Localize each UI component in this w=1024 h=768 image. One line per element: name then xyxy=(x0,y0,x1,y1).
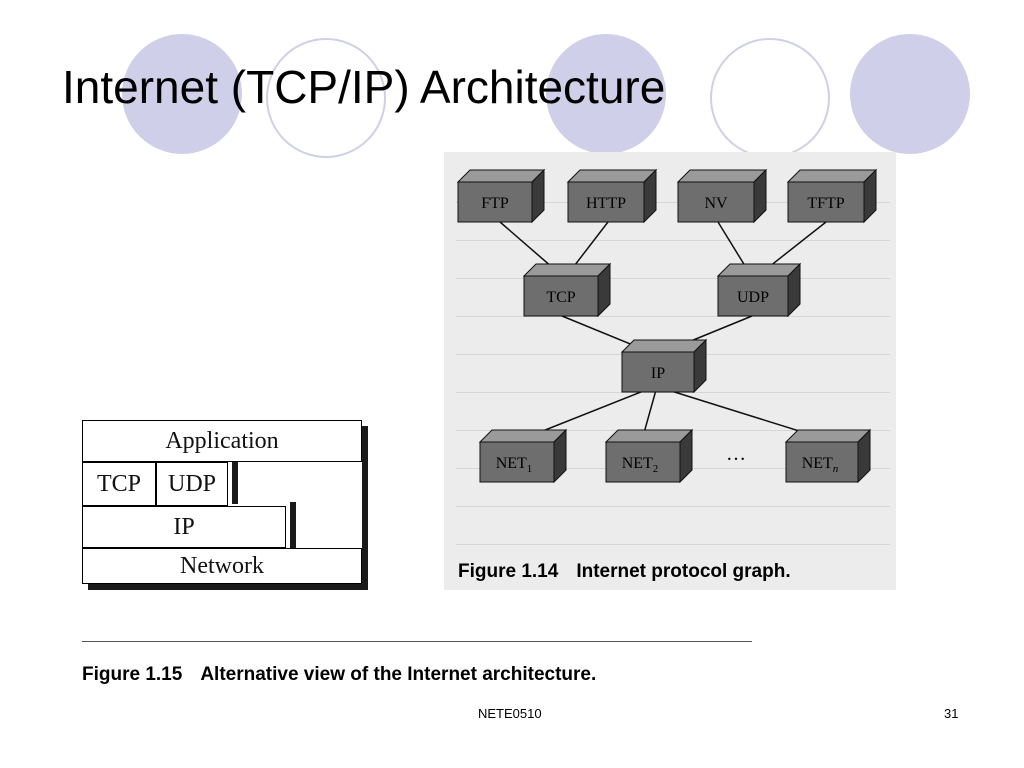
node-net-n-label: NET xyxy=(802,455,833,472)
decorative-circle xyxy=(266,38,386,158)
slide-title: Internet (TCP/IP) Architecture xyxy=(62,61,666,113)
figure-1-15-caption: Figure 1.15 Alternative view of the Inter… xyxy=(82,664,596,686)
layer-tcp: TCP xyxy=(82,462,156,506)
svg-text:NET1: NET1 xyxy=(496,455,533,475)
figure-1-14-text: Internet protocol graph. xyxy=(576,561,791,582)
layer-ip-label: IP xyxy=(173,513,195,540)
figure-1-15-text: Alternative view of the Internet archite… xyxy=(200,664,597,685)
svg-text:NET2: NET2 xyxy=(622,455,659,475)
footer-course-code: NETE0510 xyxy=(478,706,542,721)
node-udp-label: UDP xyxy=(737,289,769,306)
decorative-circle xyxy=(850,34,970,154)
node-tftp-label: TFTP xyxy=(807,195,844,212)
figure-1-14-caption: Figure 1.14 Internet protocol graph. xyxy=(458,561,791,583)
layer-network: Network xyxy=(82,548,362,584)
node-udp: UDP xyxy=(716,262,802,318)
layer-udp-label: UDP xyxy=(167,470,216,497)
node-tcp: TCP xyxy=(522,262,612,318)
layer-udp: UDP xyxy=(156,462,228,506)
figure-1-15-number: Figure 1.15 xyxy=(82,664,183,685)
layer-application: Application xyxy=(82,420,362,462)
node-tcp-label: TCP xyxy=(546,289,575,306)
node-net-2-subscript: 2 xyxy=(653,463,659,475)
node-net-n: NETn xyxy=(784,428,872,484)
node-ftp-label: FTP xyxy=(481,195,509,212)
layer-network-label: Network xyxy=(180,552,264,579)
decorative-circle xyxy=(122,34,242,154)
node-net-2-label: NET xyxy=(622,455,653,472)
layer-application-label: Application xyxy=(165,427,279,454)
figure-rule xyxy=(82,641,752,642)
layer-stack-figure: Application TCP UDP IP Network xyxy=(82,420,368,590)
node-http: HTTP xyxy=(566,168,658,224)
footer-page-number: 31 xyxy=(944,706,959,721)
node-ip: IP xyxy=(620,338,708,394)
svg-text:NETn: NETn xyxy=(802,455,839,475)
node-ellipsis: … xyxy=(726,443,746,465)
layer-tcp-label: TCP xyxy=(96,470,141,497)
node-net-n-subscript: n xyxy=(833,463,839,475)
node-net-2: NET2 xyxy=(604,428,694,484)
node-net-1-label: NET xyxy=(496,455,527,472)
node-ip-label: IP xyxy=(651,365,665,382)
decorative-circle xyxy=(546,34,666,154)
node-tftp: TFTP xyxy=(786,168,878,224)
node-http-label: HTTP xyxy=(586,195,626,212)
node-net-1: NET1 xyxy=(478,428,568,484)
node-nv-label: NV xyxy=(704,195,728,212)
figure-1-14-number: Figure 1.14 xyxy=(458,561,559,582)
node-nv: NV xyxy=(676,168,768,224)
layer-ip: IP xyxy=(82,506,286,548)
node-net-1-subscript: 1 xyxy=(527,463,533,475)
node-ftp: FTP xyxy=(456,168,546,224)
